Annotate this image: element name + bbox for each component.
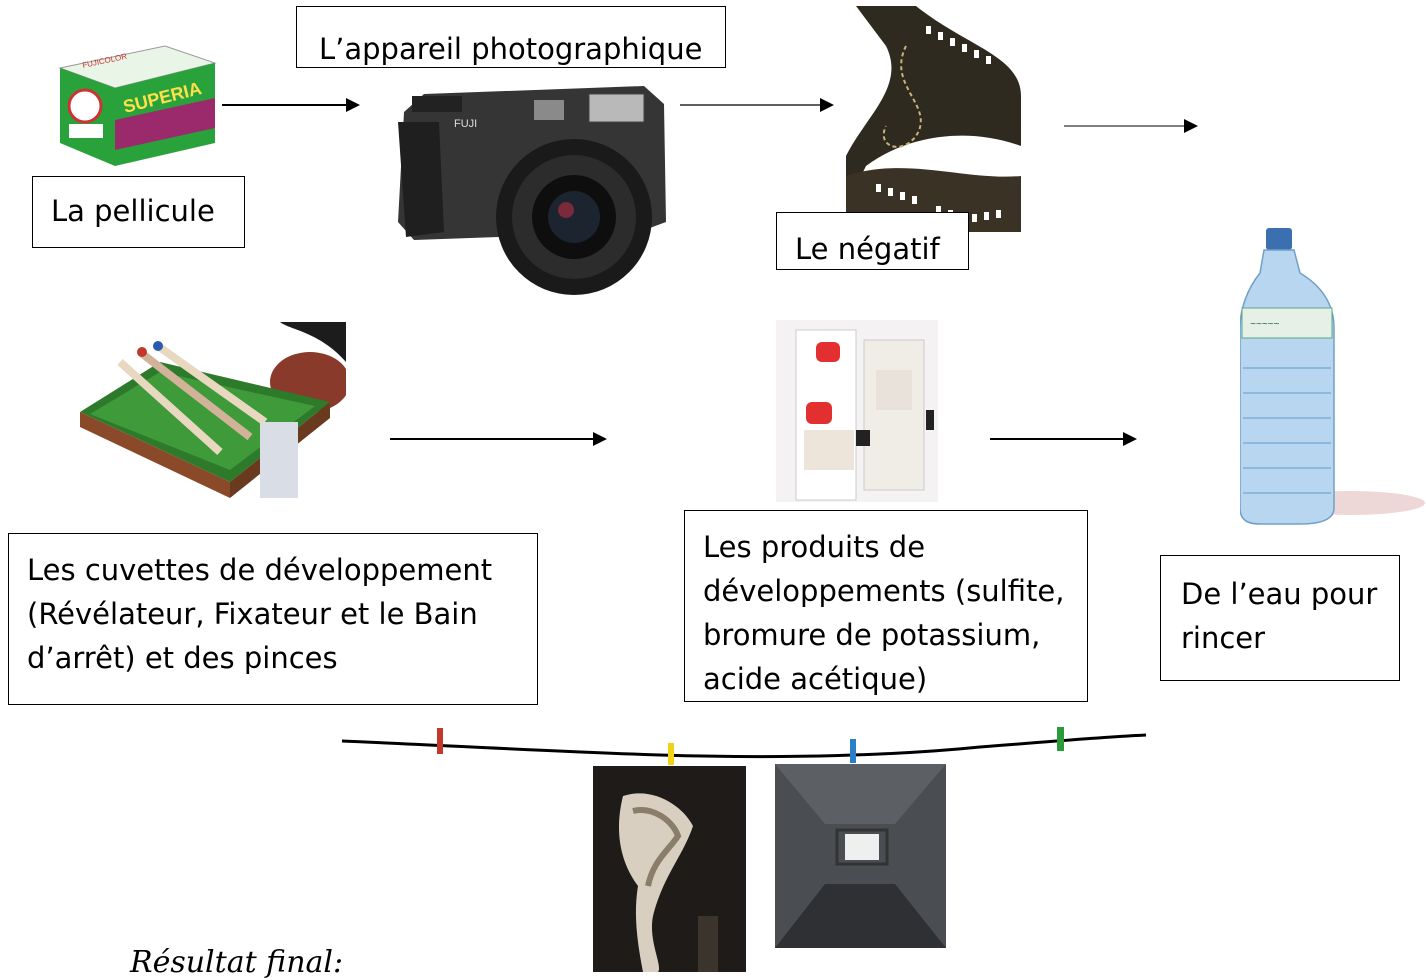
photo-print-2 xyxy=(775,764,946,948)
photo-print-1 xyxy=(593,766,746,972)
water-bottle-illustration: ~~~~~ xyxy=(1240,228,1425,525)
camera-illustration: FUJI xyxy=(398,86,666,295)
film-box-illustration: SUPERIA FUJICOLOR xyxy=(58,45,217,166)
label-water: De l’eau pour rincer xyxy=(1160,555,1400,681)
peg-green xyxy=(1057,727,1064,751)
arrow-negative-to-water xyxy=(1064,119,1198,133)
developing-trays-illustration xyxy=(80,322,346,498)
peg-blue xyxy=(850,739,856,763)
label-camera: L’appareil photographique xyxy=(296,6,726,68)
arrow-camera-to-negative xyxy=(680,98,834,112)
peg-yellow xyxy=(668,743,674,765)
peg-red xyxy=(437,728,443,754)
chemicals-illustration xyxy=(776,320,938,502)
label-chemicals: Les produits de développements (sulfite,… xyxy=(684,510,1088,702)
label-trays: Les cuvettes de développement (Révélateu… xyxy=(8,533,538,705)
arrow-film-to-camera xyxy=(222,98,360,112)
negative-illustration xyxy=(846,6,1021,232)
label-negative: Le négatif xyxy=(776,212,969,270)
arrow-chemicals-to-water xyxy=(990,432,1137,446)
camera-brand-text: FUJI xyxy=(454,118,477,130)
final-result-caption: Résultat final: xyxy=(130,945,344,980)
arrow-trays-to-chemicals xyxy=(390,432,607,446)
svg-text:~~~~~: ~~~~~ xyxy=(1250,319,1279,330)
drying-line-illustration xyxy=(341,727,1147,765)
label-film: La pellicule xyxy=(32,176,245,248)
